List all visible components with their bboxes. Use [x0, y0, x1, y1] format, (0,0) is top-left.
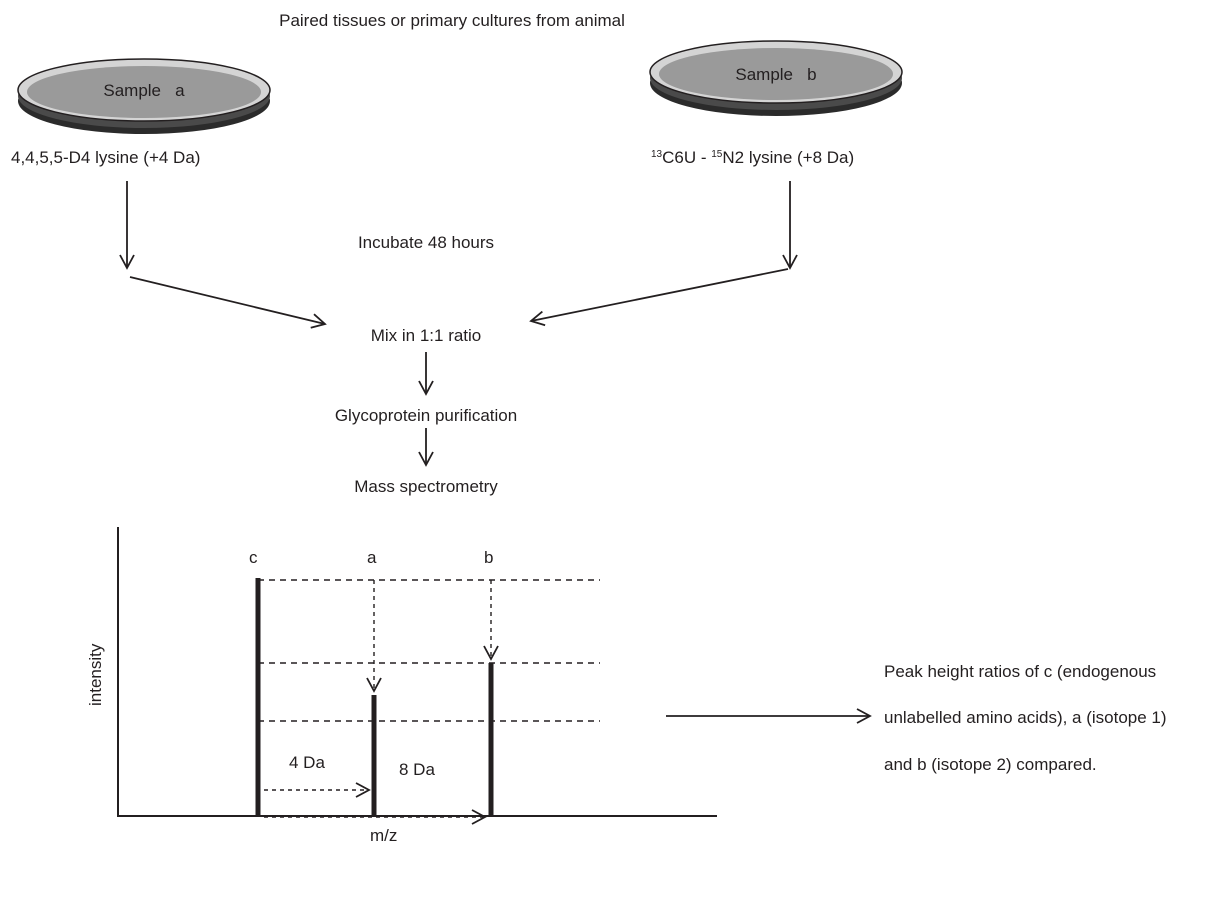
- peak-c-label: c: [249, 548, 258, 567]
- isotope-b-part-1: C6U -: [662, 148, 711, 167]
- step-mix: Mix in 1:1 ratio: [371, 326, 482, 345]
- result-line-3: and b (isotope 2) compared.: [884, 755, 1097, 774]
- spectrum-plot: intensity m/z c a b 4 Da 8 Da: [86, 527, 717, 845]
- sample-b-label: Sample b: [735, 65, 816, 84]
- result-line-1: Peak height ratios of c (endogenous: [884, 662, 1156, 681]
- step-ms: Mass spectrometry: [354, 477, 498, 496]
- sample-a-label: Sample a: [103, 81, 185, 100]
- result-line-2: unlabelled amino acids), a (isotope 1): [884, 708, 1167, 727]
- arrow-a-to-mix: [129, 276, 327, 329]
- isotope-a-label: 4,4,5,5-D4 lysine (+4 Da): [11, 148, 200, 167]
- petri-dish-a: Sample a: [17, 58, 271, 134]
- x-axis-label: m/z: [370, 826, 397, 845]
- petri-dish-b: Sample b: [649, 40, 903, 116]
- isotope-b-label: 13C6U - 15N2 lysine (+8 Da): [651, 148, 854, 167]
- shift-8da-label: 8 Da: [399, 760, 435, 779]
- step-incubate: Incubate 48 hours: [358, 233, 494, 252]
- isotope-b-sup-2: 15: [711, 149, 723, 160]
- isotope-b-sup-1: 13: [651, 149, 663, 160]
- arrow-b-to-mix: [529, 268, 789, 327]
- isotope-b-part-2: N2 lysine (+8 Da): [722, 148, 854, 167]
- peak-b-label: b: [484, 548, 493, 567]
- y-axis-label: intensity: [86, 643, 105, 706]
- step-purify: Glycoprotein purification: [335, 406, 517, 425]
- diagram-title: Paired tissues or primary cultures from …: [279, 11, 625, 30]
- shift-4da-label: 4 Da: [289, 753, 325, 772]
- peak-a-label: a: [367, 548, 377, 567]
